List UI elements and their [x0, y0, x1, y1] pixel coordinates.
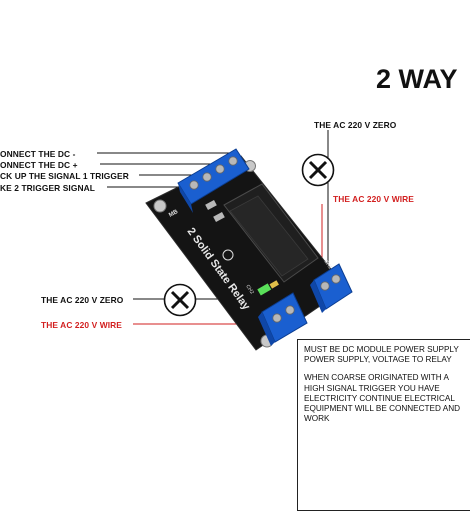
board-logo: MB	[168, 209, 180, 219]
board-logo-circle	[222, 249, 234, 261]
label-signal-2: KE 2 TRIGGER SIGNAL	[0, 183, 95, 193]
x-marker-bottom	[163, 283, 197, 317]
note-paragraph-2: WHEN COARSE ORIGINATED WITH A HIGH SIGNA…	[304, 373, 461, 424]
label-signal-1: CK UP THE SIGNAL 1 TRIGGER	[0, 171, 129, 181]
note-paragraph-1: MUST BE DC MODULE POWER SUPPLY POWER SUP…	[304, 345, 459, 365]
x-marker-top	[301, 153, 335, 187]
board-mark: CH2	[244, 284, 255, 296]
relay-board: 2 Solid State Relay MB CH1 CH2	[145, 148, 353, 351]
label-ac-zero-top: THE AC 220 V ZERO	[314, 120, 397, 130]
mounting-hole	[153, 199, 167, 213]
board-mark: CH1	[322, 259, 333, 271]
led-indicator	[257, 283, 272, 296]
label-ac-zero-bottom: THE AC 220 V ZERO	[41, 295, 124, 305]
terminal-block-dc-signal	[177, 148, 250, 213]
resistor	[213, 212, 225, 222]
terminal-block-ac-ch1	[310, 263, 353, 313]
title: 2 WAY	[376, 64, 458, 94]
label-ac-wire-bottom: THE AC 220 V WIRE	[41, 320, 122, 330]
label-dc-positive: ONNECT THE DC +	[0, 160, 78, 170]
label-ac-wire-top: THE AC 220 V WIRE	[333, 194, 414, 204]
fuse	[269, 280, 279, 289]
info-note-box: MUST BE DC MODULE POWER SUPPLY POWER SUP…	[297, 339, 470, 511]
resistor	[205, 200, 217, 210]
terminal-block-ac-ch2	[258, 292, 308, 346]
label-dc-negative: ONNECT THE DC -	[0, 149, 76, 159]
